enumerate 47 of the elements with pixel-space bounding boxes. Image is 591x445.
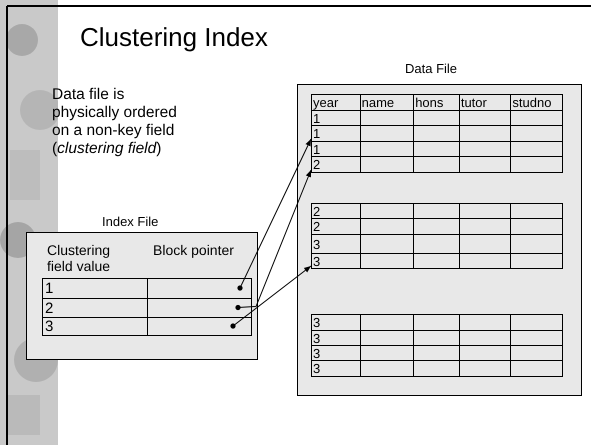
column-header: Block pointer — [153, 242, 234, 258]
index-file-panel — [26, 232, 258, 360]
year-value: 2 — [313, 220, 320, 233]
data-file-title: Data File — [405, 60, 458, 78]
table-row — [42, 278, 252, 299]
year-value: 1 — [313, 112, 320, 124]
table-row — [311, 203, 563, 219]
table-row — [42, 317, 252, 336]
year-value: 2 — [313, 158, 320, 171]
year-value: 1 — [313, 142, 320, 156]
year-value: 3 — [313, 332, 320, 344]
year-value: 1 — [313, 127, 320, 140]
pointer-arrow — [235, 170, 312, 310]
year-value: 3 — [313, 254, 320, 268]
pointer-arrow — [230, 266, 312, 329]
column-header: studno — [512, 96, 552, 109]
column-header: name — [362, 96, 394, 109]
year-value: 3 — [313, 362, 320, 375]
data-file-panel — [297, 84, 582, 396]
year-value: 3 — [313, 346, 320, 360]
table-row — [311, 330, 563, 346]
index-file-title: Index File — [102, 213, 158, 231]
table-row — [311, 253, 563, 269]
pointer-arrow — [237, 138, 312, 291]
year-value: 3 — [313, 238, 320, 250]
column-header: Clustering field value — [47, 242, 112, 274]
column-header: year — [313, 96, 338, 109]
field-value: 3 — [45, 319, 54, 334]
table-row — [311, 345, 563, 361]
table-row — [311, 314, 563, 331]
title: Clustering Index — [80, 24, 268, 50]
field-value: 2 — [45, 300, 54, 316]
table-row — [311, 156, 563, 173]
field-value: 1 — [45, 281, 54, 296]
table-row — [311, 125, 563, 142]
description-text: Data file is physically ordered on a non-key field (clustering field) — [52, 86, 178, 158]
table-row — [311, 218, 563, 235]
table-header-row — [311, 94, 563, 111]
table-row — [311, 360, 563, 377]
table-row — [42, 298, 252, 318]
column-header: tutor — [460, 96, 487, 109]
column-header: hons — [415, 96, 444, 109]
table-row — [311, 110, 563, 126]
table-row — [311, 141, 563, 157]
table-row — [311, 234, 563, 254]
year-value: 3 — [313, 316, 320, 329]
year-value: 2 — [313, 204, 320, 218]
